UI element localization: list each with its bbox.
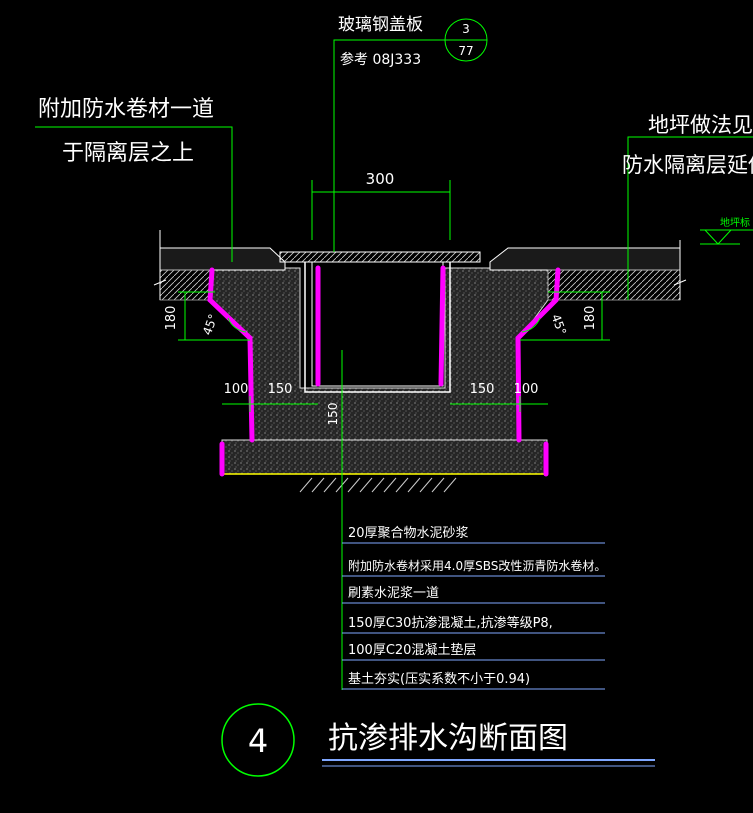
layer-4: 150厚C30抗渗混凝土,抗渗等级P8,	[348, 615, 553, 631]
dim-left-inner: 150	[268, 382, 293, 397]
base-slab	[221, 439, 548, 475]
left-note-line1: 附加防水卷材一道	[38, 97, 214, 122]
left-note-leader	[35, 126, 233, 262]
cover-name-label: 玻璃钢盖板	[338, 15, 423, 35]
floor-slab-left	[159, 247, 286, 271]
trench-channel	[316, 262, 441, 386]
dim-left-outer: 100	[224, 382, 249, 397]
layer-3: 刷素水泥浆一道	[348, 586, 439, 601]
layer-2: 附加防水卷材采用4.0厚SBS改性沥青防水卷材。	[348, 558, 606, 573]
dim-left-angle: 45°	[200, 312, 220, 337]
right-note-line1: 地坪做法见	[648, 113, 753, 137]
dim-right-height: 180	[583, 306, 598, 331]
waterproof-membrane	[207, 265, 561, 477]
layer-6: 基土夯实(压实系数不小于0.94)	[348, 672, 530, 687]
right-note-line2: 防水隔离层延伸	[622, 153, 753, 177]
cover-ref-label: 参考 08J333	[340, 51, 421, 68]
ref-circle-top: 3	[462, 22, 470, 36]
dim-bottom-thickness: 150	[326, 403, 340, 426]
break-line-right	[673, 240, 687, 300]
right-floor-tag: 地坪标	[720, 216, 750, 229]
title-number-circle	[221, 703, 295, 777]
dim-right-inner: 150	[470, 382, 495, 397]
dim-right-outer: 100	[514, 382, 539, 397]
drawing-title: 抗渗排水沟断面图	[328, 721, 568, 756]
left-note-line2: 于隔离层之上	[62, 141, 194, 166]
floor-slab-right	[489, 247, 681, 271]
dim-top-width: 300	[366, 170, 395, 188]
channel-lining	[304, 262, 451, 393]
layer-1: 20厚聚合物水泥砂浆	[348, 526, 469, 541]
layer-5: 100厚C20混凝土垫层	[348, 642, 476, 658]
dim-right-angle: 45°	[549, 312, 569, 337]
soil-hatch	[299, 477, 457, 493]
break-line-left	[153, 230, 167, 300]
cover-leader	[333, 39, 445, 252]
dim-left-height: 180	[164, 306, 179, 331]
ref-circle-bottom: 77	[458, 44, 473, 58]
right-note-leader	[627, 136, 753, 300]
grating-cover	[279, 251, 481, 263]
title-number: 4	[248, 722, 268, 760]
layer-rows	[342, 542, 605, 690]
